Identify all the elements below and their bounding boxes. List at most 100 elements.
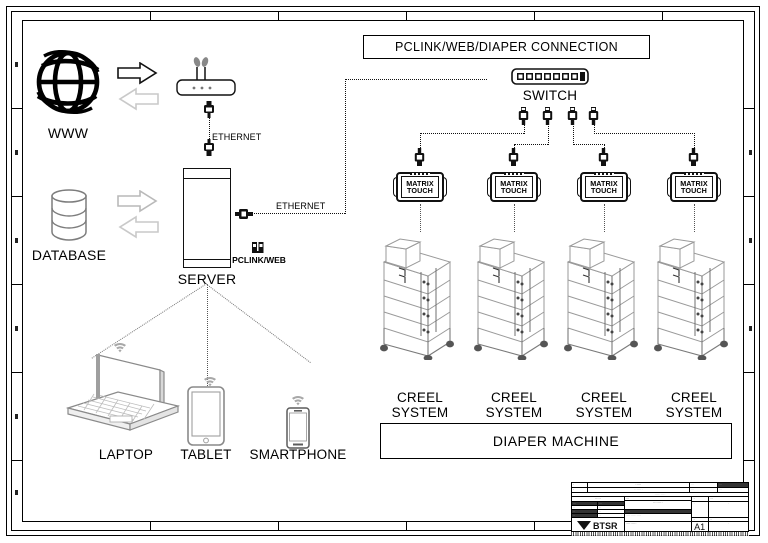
drawing-code-row: . . . . . . . . . — [625, 522, 691, 533]
sheet-border-middle — [11, 11, 755, 531]
panel-bracket-right — [535, 177, 541, 197]
server-tower-icon — [183, 168, 231, 268]
approvals-subheader: . . . . . . — [572, 502, 624, 506]
approvals-date-cell: . . — [598, 514, 601, 517]
panel-to-creel-link — [694, 204, 695, 232]
approvals-header: . . . . . — [572, 497, 624, 502]
approvals-name-cell: . . — [572, 510, 598, 513]
frame-tick — [12, 460, 22, 461]
approvals-row: . . . . — [572, 514, 624, 518]
panel-label-line2: TOUCH — [407, 186, 433, 195]
creel-system-rack — [472, 232, 550, 361]
panel-screen: MATRIX TOUCH — [675, 176, 713, 198]
drawing-title-header: . . . — [624, 497, 691, 501]
creel-label-line2: SYSTEM — [391, 405, 449, 421]
matrix-touch-panel[interactable]: MATRIX TOUCH — [393, 170, 447, 204]
tablet-label: TABLET — [180, 447, 232, 462]
switch-link-2 — [514, 144, 548, 145]
drawing-title-column: . . . . . . . . . . . . . . . . . . . . … — [624, 497, 692, 533]
switch-link-3 — [572, 124, 574, 145]
rj45-connector-icon — [688, 148, 699, 166]
drawing-no-header-cell: . . . — [709, 497, 713, 500]
rj45-connector-icon — [235, 207, 253, 219]
creel-label-line2: SYSTEM — [665, 405, 723, 421]
creel-label-line1: CREEL — [490, 390, 537, 405]
switch-link-2 — [547, 124, 549, 145]
sheet-count-header-cell: . . — [709, 518, 712, 521]
approvals-date-cell: . . — [598, 510, 601, 513]
panel-label-line1: MATRIX — [590, 178, 618, 188]
www-arrow-pair — [114, 61, 162, 116]
matrix-touch-panel[interactable]: MATRIX TOUCH — [577, 170, 631, 204]
note-cell: . . . . . . . . . — [654, 493, 666, 496]
frame-zone-marker — [15, 62, 18, 67]
approvals-date-header: . . . — [597, 502, 624, 505]
sheet-info-top: . . . . . — [691, 497, 748, 502]
frame-tick — [150, 522, 151, 531]
arrow-left-icon — [118, 215, 159, 239]
panel-vent — [410, 172, 430, 175]
matrix-touch-panel[interactable]: MATRIX TOUCH — [487, 170, 541, 204]
title-block-revision-row: - . . . . . . . . . . . . . — [572, 488, 748, 493]
creel-system-rack — [652, 232, 730, 361]
creel-system-label: CREEL SYSTEM — [472, 390, 556, 420]
frame-tick — [744, 196, 755, 197]
panel-label-line2: TOUCH — [501, 186, 527, 195]
rev-date-cell: . . . — [690, 483, 719, 487]
ethernet-cable-to-switch — [345, 79, 487, 80]
rev-by-cell: . . . — [719, 488, 723, 491]
matrix-touch-panel[interactable]: MATRIX TOUCH — [667, 170, 721, 204]
arrow-right-icon — [117, 61, 158, 85]
switch-link-4 — [694, 133, 695, 150]
frame-tick — [744, 284, 755, 285]
panel-label-line1: MATRIX — [406, 178, 434, 188]
frame-tick — [744, 460, 755, 461]
frame-tick — [12, 284, 22, 285]
wifi-icon — [291, 394, 305, 406]
svg-text:BTSR: BTSR — [593, 521, 618, 531]
panel-bracket-right — [441, 177, 447, 197]
server-to-tablet-link — [207, 284, 208, 394]
database-cylinder-icon — [46, 186, 92, 244]
database-arrow-pair — [114, 189, 162, 244]
wifi-icon — [203, 375, 217, 387]
approvals-row: . . . . — [572, 510, 624, 514]
switch-link-4 — [593, 133, 695, 134]
rj45-connector-icon — [588, 107, 599, 125]
creel-system-label: CREEL SYSTEM — [562, 390, 646, 420]
arrow-left-icon — [118, 87, 159, 111]
frame-zone-marker — [749, 150, 752, 155]
frame-zone-marker — [15, 490, 18, 495]
frame-tick — [744, 372, 755, 373]
tablet-icon — [186, 385, 226, 447]
sheet-info-column: . . . . . . . . . . . . A1 . — [691, 497, 748, 533]
creel-label-line2: SYSTEM — [575, 405, 633, 421]
panel-screen: MATRIX TOUCH — [401, 176, 439, 198]
rj45-connector-icon — [542, 107, 553, 125]
panel-screen: MATRIX TOUCH — [495, 176, 533, 198]
arrow-right-icon — [117, 189, 158, 213]
laptop-icon — [60, 350, 190, 440]
creel-system-label: CREEL SYSTEM — [378, 390, 462, 420]
frame-zone-marker — [749, 238, 752, 243]
rev-index-cell: - — [572, 483, 588, 487]
switch-link-3 — [572, 144, 605, 145]
sheet-info-mid: . . . — [691, 502, 748, 518]
panel-label-line2: TOUCH — [591, 186, 617, 195]
creel-label-line1: CREEL — [580, 390, 627, 405]
frame-tick — [12, 196, 22, 197]
panel-label-line1: MATRIX — [680, 178, 708, 188]
server-bottom-bay — [184, 259, 230, 267]
approvals-header-cell: . . . . . — [595, 497, 601, 500]
frame-tick — [278, 522, 279, 531]
sheet-info-bottom: A1 . — [692, 522, 748, 533]
rev-desc-cell: . . . . . — [588, 483, 690, 487]
network-switch-icon — [511, 68, 589, 85]
frame-tick — [406, 522, 407, 531]
scale-header-cell: . . — [692, 497, 709, 501]
drawing-title-value: . . . . . . . . — [624, 501, 691, 510]
creel-label-line1: CREEL — [670, 390, 717, 405]
database-label: DATABASE — [31, 247, 107, 263]
switch-link-2 — [514, 144, 515, 150]
